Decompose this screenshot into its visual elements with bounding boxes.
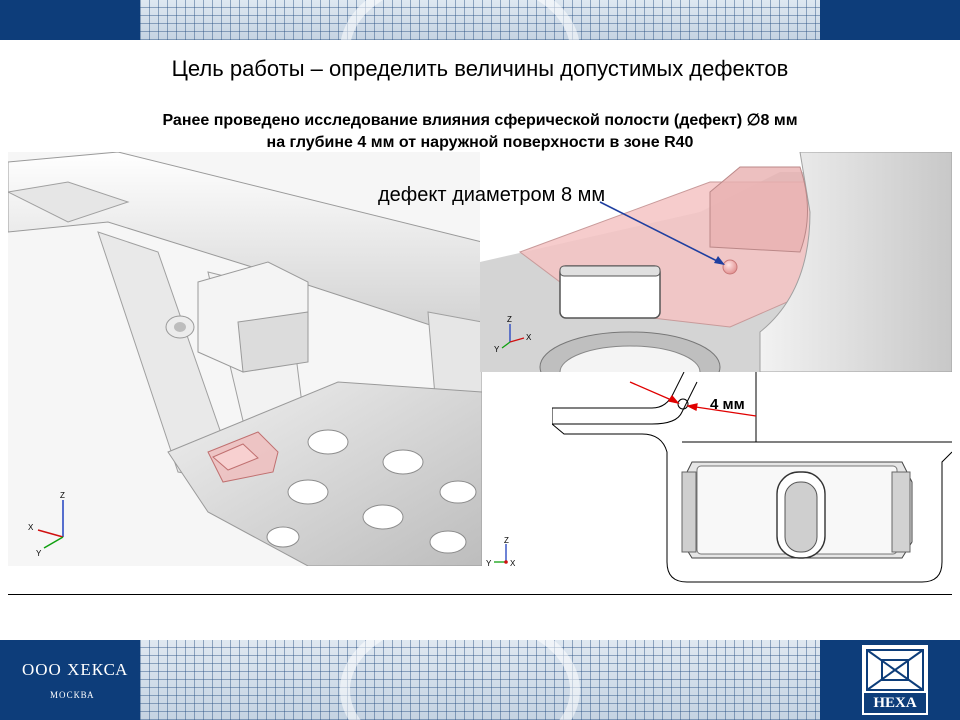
axis-z-label: Z bbox=[504, 536, 509, 545]
model-view-zoom: Z X Y bbox=[480, 152, 952, 372]
depth-dimension-label: 4 мм bbox=[710, 396, 745, 413]
axis-y-label: Y bbox=[494, 345, 500, 354]
defect-callout-label: дефект диаметром 8 мм bbox=[378, 184, 606, 206]
axis-y-label: Y bbox=[486, 559, 492, 568]
axis-x-label: X bbox=[526, 333, 532, 342]
axis-triad-left: Z X Y bbox=[28, 491, 65, 558]
section-svg bbox=[552, 372, 952, 594]
axis-y-label: Y bbox=[36, 549, 42, 558]
model-view-overall: Z X Y bbox=[8, 152, 482, 566]
hexa-logo-mark bbox=[866, 649, 924, 691]
company-name: ООО ХЕКСА bbox=[22, 660, 129, 679]
axis-triad-zoom: Z X Y bbox=[494, 315, 532, 354]
subtitle-line-1: Ранее проведено исследование влияния сфе… bbox=[162, 112, 798, 129]
model-zoom-svg: Z X Y bbox=[480, 152, 952, 372]
header-mesh-image bbox=[140, 0, 820, 40]
section-view bbox=[552, 372, 952, 594]
axis-z-label: Z bbox=[60, 491, 65, 500]
subtitle-line-2: на глубине 4 мм от наружной поверхности … bbox=[266, 134, 694, 151]
axis-x-label: X bbox=[28, 523, 34, 532]
model-overall-svg: Z X Y bbox=[8, 152, 482, 566]
footer-band bbox=[0, 640, 960, 720]
slide-title: Цель работы – определить величины допуст… bbox=[171, 56, 789, 81]
axis-x-label: X bbox=[510, 559, 516, 568]
axis-triad-bottom: Z Y X bbox=[486, 536, 516, 568]
company-city: МОСКВА bbox=[50, 690, 95, 700]
slide-subtitle: Ранее проведено исследование влияния сфе… bbox=[0, 110, 960, 154]
header-band bbox=[0, 0, 960, 40]
logo-text: HEXA bbox=[864, 693, 926, 713]
content-divider bbox=[8, 594, 952, 595]
axis-z-label: Z bbox=[507, 315, 512, 324]
hexa-logo: HEXA bbox=[862, 645, 928, 715]
footer-mesh-image bbox=[140, 640, 820, 720]
